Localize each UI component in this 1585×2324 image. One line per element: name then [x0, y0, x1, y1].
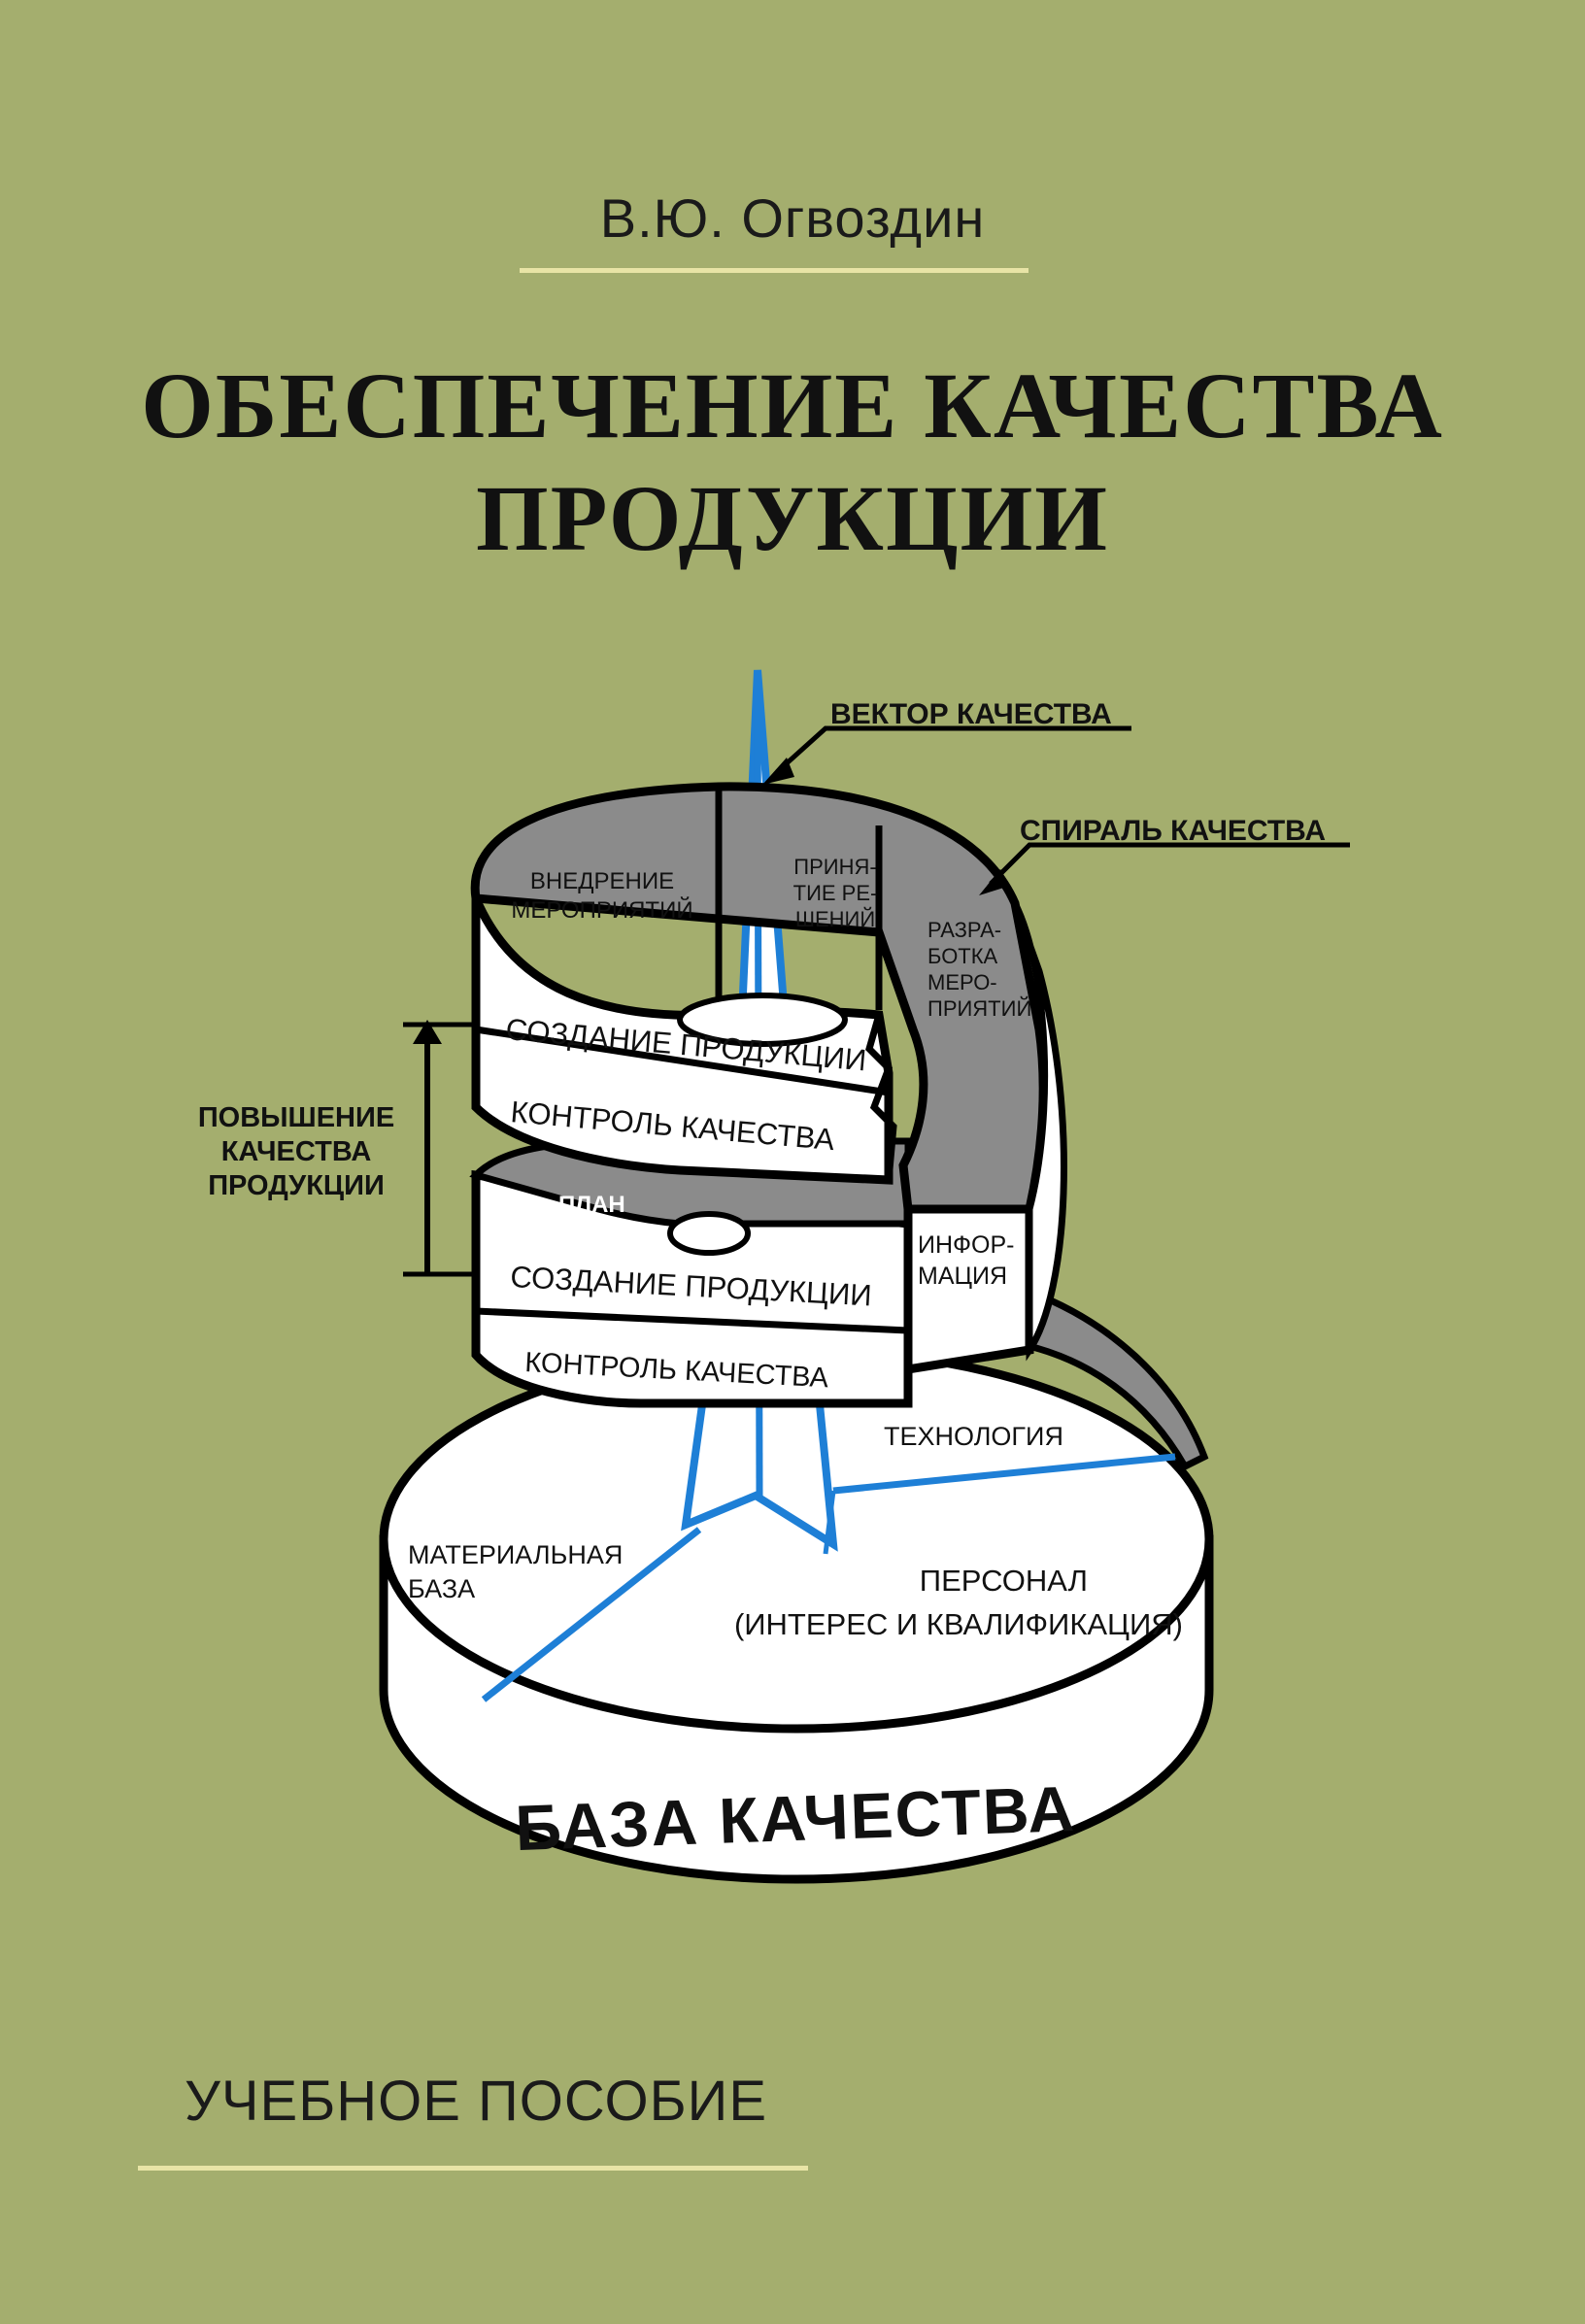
title-line-2: ПРОДУКЦИИ: [476, 466, 1109, 570]
sector-decision-2: ТИЕ РЕ-: [793, 881, 878, 905]
spiral-descent-sector: [1021, 1287, 1209, 1471]
material-label-2: БАЗА: [408, 1574, 475, 1603]
sector-develop-2: БОТКА: [927, 944, 998, 968]
vector-label-pointer: [762, 725, 1131, 785]
improve-label-1: ПОВЫШЕНИЕ: [198, 1102, 394, 1133]
improve-label-3: ПРОДУКЦИИ: [208, 1170, 385, 1201]
improve-label-2: КАЧЕСТВА: [221, 1136, 372, 1167]
sector-decision-1: ПРИНЯ-: [793, 855, 876, 879]
quality-base-cylinder: [379, 1345, 1214, 1884]
spiral-quality-label: СПИРАЛЬ КАЧЕСТВА: [1020, 815, 1326, 847]
improvement-arrow: [403, 1020, 476, 1277]
sector-develop-3: МЕРО-: [927, 970, 997, 994]
author-underline: [520, 268, 1029, 273]
sector-develop-1: РАЗРА-: [927, 918, 1001, 942]
info-label-1: ИНФОР-: [918, 1231, 1014, 1259]
author-name: В.Ю. Огвоздин: [599, 187, 986, 249]
plan-label: ПЛАН: [558, 1192, 625, 1218]
sector-implement-1: ВНЕДРЕНИЕ: [530, 868, 674, 894]
sector-implement-2: МЕРОПРИЯТИЙ: [511, 896, 692, 924]
material-label-1: МАТЕРИАЛЬНАЯ: [408, 1540, 623, 1569]
info-label-2: МАЦИЯ: [918, 1263, 1007, 1290]
personnel-label-2: (ИНТЕРЕС И КВАЛИФИКАЦИЯ): [734, 1607, 1183, 1641]
personnel-label-1: ПЕРСОНАЛ: [920, 1564, 1088, 1598]
title-line-1: ОБЕСПЕЧЕНИЕ КАЧЕСТВА: [141, 354, 1444, 457]
upper-spiral-ring: [470, 782, 1067, 1362]
vector-quality-label: ВЕКТОР КАЧЕСТВА: [830, 698, 1112, 730]
book-type: УЧЕБНОЕ ПОСОБИЕ: [185, 2070, 768, 2133]
spiral-label-pointer: [979, 842, 1350, 895]
sector-develop-4: ПРИЯТИЙ: [927, 996, 1031, 1021]
sector-decision-3: ШЕНИЙ: [795, 907, 875, 931]
book-title: ОБЕСПЕЧЕНИЕ КАЧЕСТВА ПРОДУКЦИИ: [0, 350, 1585, 575]
subtitle-underline: [138, 2166, 808, 2171]
technology-label: ТЕХНОЛОГИЯ: [884, 1422, 1063, 1451]
